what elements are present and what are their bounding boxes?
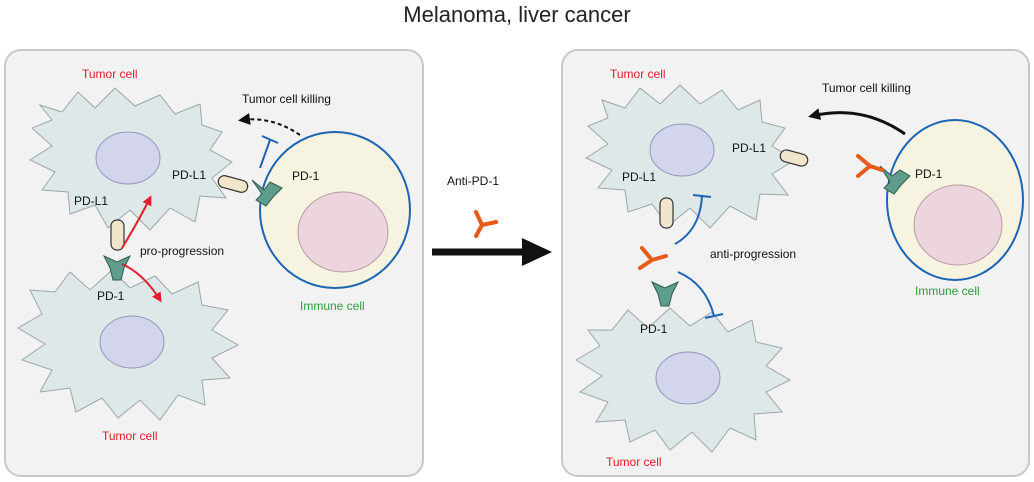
killing-label-right: Tumor cell killing: [822, 81, 911, 95]
pdl1-ligand-bottom-left: [110, 219, 125, 251]
pro-progression-arrow-up: [121, 195, 152, 249]
nucleus-top-right: [649, 123, 715, 177]
pd1-label-tumor-right: PD-1: [640, 322, 668, 336]
inhibit-bar-left: [261, 135, 279, 144]
pdl1-ligand-right-left: [217, 175, 249, 193]
antibody-icon-between: [638, 246, 668, 270]
immune-label-left: Immune cell: [300, 299, 365, 313]
immune-label-right: Immune cell: [915, 284, 980, 298]
nucleus-top-left: [95, 131, 161, 185]
tumor-cell-label-top-left: Tumor cell: [82, 67, 138, 81]
nucleus-bottom-left: [99, 315, 165, 369]
immune-nucleus-right: [913, 184, 1003, 266]
inhibit-bar-down: [704, 313, 724, 319]
figure-title: Melanoma, liver cancer: [403, 2, 631, 27]
pd1-receptor-tumor-left: [102, 254, 132, 281]
inhibit-curve-down: [677, 271, 715, 317]
pdl1-label-right-left: PD-L1: [172, 168, 206, 182]
inhibit-bar-up: [692, 194, 712, 198]
pdl1-ligand-right-right: [779, 149, 809, 167]
antibody-icon-middle: [474, 210, 498, 238]
progression-label-right: anti-progression: [710, 247, 796, 261]
tumor-cell-label-bottom-left: Tumor cell: [102, 429, 158, 443]
pd1-label-immune-right: PD-1: [915, 167, 943, 181]
pd1-receptor-immune-right: [879, 165, 911, 195]
pd1-receptor-immune-left: [251, 179, 283, 207]
progression-label-left: pro-progression: [140, 244, 224, 258]
pd1-label-immune-left: PD-1: [292, 169, 320, 183]
pdl1-label-left-left: PD-L1: [74, 194, 108, 208]
pdl1-label-left-right: PD-L1: [622, 170, 656, 184]
nucleus-bottom-right: [655, 351, 721, 405]
antibody-icon-immune: [856, 154, 884, 178]
pro-progression-arrow-down: [121, 263, 162, 303]
killing-label-left: Tumor cell killing: [242, 92, 331, 106]
drug-label: Anti-PD-1: [447, 174, 499, 188]
inhibit-curve-up: [674, 195, 703, 245]
pdl1-ligand-bottom-right: [659, 197, 674, 229]
pdl1-label-right-right: PD-L1: [732, 141, 766, 155]
immune-nucleus-left: [297, 191, 389, 273]
tumor-cell-label-top-right: Tumor cell: [610, 67, 666, 81]
killing-arrow-dashed: [238, 112, 301, 136]
inhibit-line-left: [259, 139, 271, 169]
pd1-receptor-tumor-right: [650, 280, 680, 307]
tumor-cell-label-bottom-right: Tumor cell: [606, 455, 662, 469]
pd1-label-tumor-left: PD-1: [97, 289, 125, 303]
killing-arrow-solid: [808, 108, 906, 136]
treatment-arrow-head: [522, 238, 552, 266]
